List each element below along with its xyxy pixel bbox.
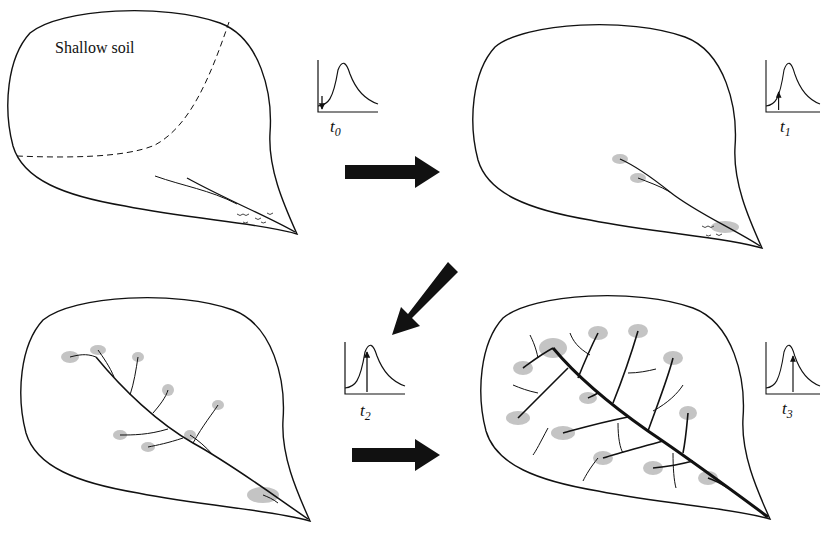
hydrograph-t1 [766,60,820,112]
sequence-arrow [352,439,440,471]
watershed-t3 [481,296,770,519]
time-label: t3 [782,400,793,417]
hydrograph-t3 [766,342,820,394]
time-label: t1 [780,118,791,135]
hydrograph-t0 [318,60,378,112]
time-label: t2 [360,402,371,419]
watershed-t2 [21,298,310,521]
watershed-t0 [8,11,297,234]
time-label: t0 [330,118,341,135]
hydrograph-t2 [345,342,405,394]
watershed-t1 [473,25,762,248]
sequence-arrow [345,156,440,188]
region-label: Shallow soil [55,40,135,56]
sequence-arrow [392,262,458,335]
